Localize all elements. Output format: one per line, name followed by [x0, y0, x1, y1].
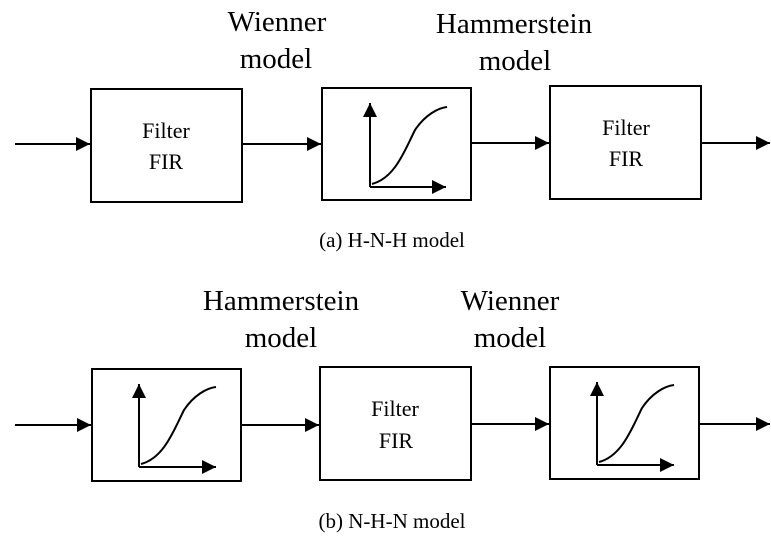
diagram-a	[15, 85, 770, 203]
diagram-a-filter1-label-line1: Filter	[142, 118, 190, 143]
diagram-a-filter2-label-line2: FIR	[608, 146, 644, 171]
diagram-b	[15, 366, 770, 482]
diagram-b-filter-label-line1: Filter	[371, 396, 419, 421]
diagram-a-wienner-label-line2: model	[239, 43, 313, 75]
diagram-a-caption: (a) H-N-H model	[319, 228, 465, 252]
diagram-a-filter-fir-box-1	[90, 88, 243, 203]
sigmoid-curve-icon	[598, 384, 675, 463]
diagram-b-filter-fir-box	[319, 366, 472, 481]
diagram-a-wienner-label-line1: Wienner	[227, 6, 327, 38]
diagram-b-filter-label-line2: FIR	[378, 428, 414, 453]
diagram-b-wienner-label-line1: Wienner	[460, 285, 560, 317]
diagram-b-hammerstein-label-line1: Hammerstein	[202, 285, 360, 317]
diagram-a-filter-fir-box-2	[549, 85, 702, 200]
diagram-b-nonlinear-box-2	[549, 366, 700, 480]
diagram-b-nonlinear-box-1	[91, 368, 242, 482]
diagram-a-nonlinear-box	[321, 87, 472, 201]
diagram-a-filter2-label-line1: Filter	[602, 115, 650, 140]
sigmoid-curve-icon	[140, 386, 217, 465]
diagram-a-filter1-label-line2: FIR	[148, 149, 184, 174]
diagram-b-caption: (b) N-H-N model	[318, 509, 466, 533]
diagram-b-hammerstein-label-line2: model	[244, 322, 318, 354]
diagram-a-hammerstein-label-line2: model	[478, 45, 552, 77]
diagram-a-hammerstein-label-line1: Hammerstein	[435, 8, 593, 40]
sigmoid-curve-icon	[371, 106, 448, 185]
diagram-b-wienner-label-line2: model	[473, 322, 547, 354]
